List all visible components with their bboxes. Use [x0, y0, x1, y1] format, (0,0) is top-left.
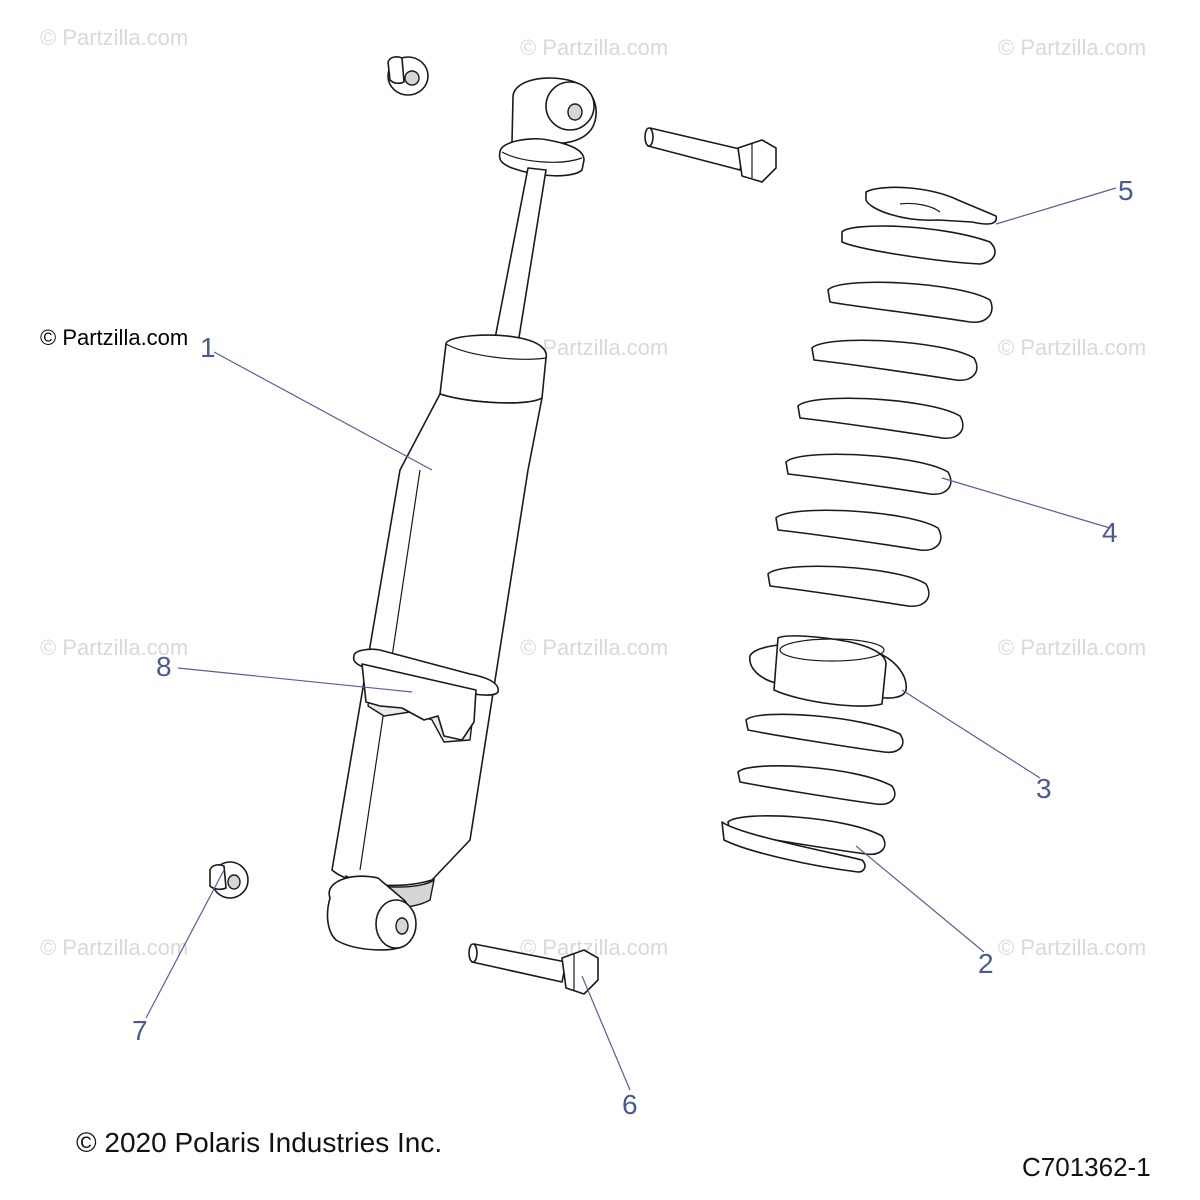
upper-bolt — [644, 127, 777, 183]
watermark: © Partzilla.com — [40, 635, 188, 660]
watermark-main: © Partzilla.com — [40, 325, 188, 350]
callout-3: 3 — [1036, 773, 1052, 804]
lower-spring — [721, 713, 904, 873]
callout-6: 6 — [622, 1089, 638, 1120]
main-spring — [767, 225, 996, 608]
spring-retainer-top — [865, 186, 998, 225]
watermark-grid: © Partzilla.com © Partzilla.com © Partzi… — [40, 25, 1146, 960]
watermark: © Partzilla.com — [520, 35, 668, 60]
watermark: © Partzilla.com — [40, 935, 188, 960]
watermark: © Partzilla.com — [998, 635, 1146, 660]
shock-absorber — [326, 77, 597, 951]
callout-5: 5 — [1118, 175, 1134, 206]
callout-8: 8 — [156, 651, 172, 682]
callouts: 1 2 3 4 5 6 7 8 — [132, 175, 1134, 1120]
callout-4: 4 — [1102, 517, 1118, 548]
spring-collar — [352, 648, 499, 741]
watermark: © Partzilla.com — [998, 935, 1146, 960]
callout-2: 2 — [978, 948, 994, 979]
watermark: © Partzilla.com — [998, 35, 1146, 60]
watermark: © Partzilla.com — [520, 635, 668, 660]
spring-spacer — [749, 635, 907, 707]
copyright-text: © 2020 Polaris Industries Inc. — [76, 1127, 442, 1158]
callout-1: 1 — [200, 332, 216, 363]
leader-lines — [145, 187, 1117, 1091]
watermark: © Partzilla.com — [40, 25, 188, 50]
lower-bushing — [209, 861, 249, 899]
callout-7: 7 — [132, 1015, 148, 1046]
watermark: © Partzilla.com — [998, 335, 1146, 360]
top-bushing — [387, 56, 429, 96]
lower-bolt — [468, 943, 599, 995]
figure-code: C701362-1 — [1022, 1152, 1151, 1182]
